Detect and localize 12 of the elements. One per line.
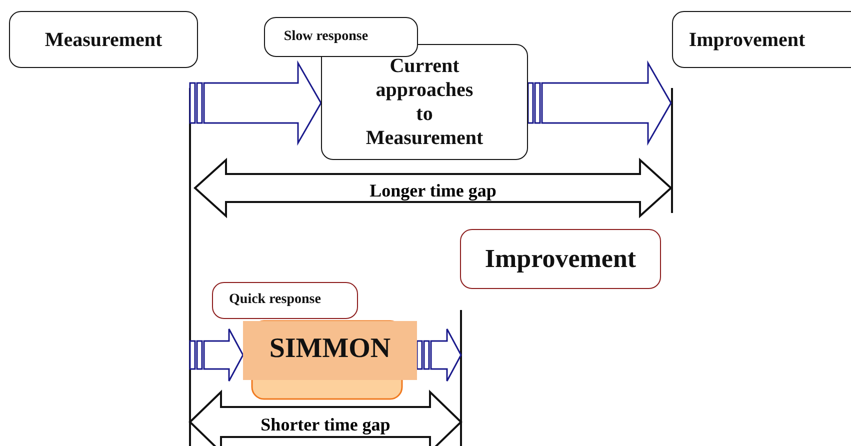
- result-box: Improvement: [460, 229, 661, 289]
- dimension-label: Shorter time gap: [260, 414, 390, 436]
- block-arrow: [416, 328, 462, 382]
- block-arrow: [527, 60, 672, 146]
- tag-box: Quick response: [212, 282, 358, 319]
- block-arrow: [189, 60, 322, 146]
- tag-box: Slow response: [264, 17, 418, 57]
- stage-box: Measurement: [9, 11, 198, 68]
- process-box: Current approaches to Measurement: [321, 44, 528, 160]
- stage-box: Improvement: [672, 11, 851, 68]
- block-arrow: [189, 328, 244, 382]
- dimension-label: Longer time gap: [370, 180, 496, 202]
